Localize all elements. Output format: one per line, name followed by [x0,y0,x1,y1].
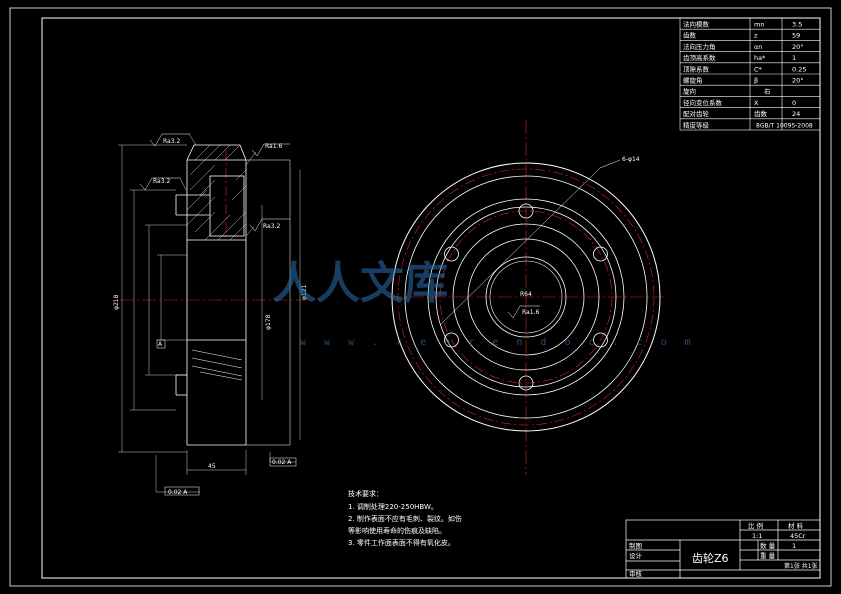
hole-callout: 6-φ14 [622,156,640,163]
front-view [388,120,664,475]
roughness-label: Ra1.6 [265,143,282,150]
roughness-label: Ra1.6 [522,309,539,316]
design-label: 设计 [629,551,643,560]
dimension-label: 45 [208,463,216,470]
param-value: 右 [764,87,771,96]
param-symbol: 齿数 [754,109,768,118]
sheet-info: 第1张 共1张 [784,562,818,570]
bolt-hole [444,246,459,262]
tolerance-label: 0.02 A [272,459,292,466]
watermark: 人人文库 w w w . r e n r e n d o c . c o m [272,258,697,348]
param-value: 0 [792,99,796,107]
watermark-url: w w w . r e n r e n d o c . c o m [300,337,697,348]
title-block-text: 比 例 材 料 1:1 45Cr 数 量 1 重 量 齿轮Z6 制图 设计 审核… [629,521,818,578]
param-symbol: β [754,77,758,85]
roughness-label: Ra3.2 [163,138,180,145]
param-name: 径向变位系数 [683,98,723,107]
param-symbol: mn [754,21,764,29]
param-value: 20° [792,43,804,51]
param-rows: 法向模数 mn 3.5 齿数 z 59 法向压力角 αn 20° 齿顶高系数 h… [683,20,813,130]
tech-item: 等影响使用寿命的伤痕及缺陷。 [348,526,446,535]
tech-title: 技术要求： [348,489,383,498]
bolt-hole [593,246,608,262]
tech-item: 2. 制作表面不应有毛刺、裂纹。如伤 [348,514,462,523]
part-name: 齿轮Z6 [692,551,729,565]
technical-requirements: 技术要求： 1. 调制处理220-250HBW。 2. 制作表面不应有毛刺、裂纹… [348,489,462,547]
datum-label: A [158,341,163,348]
param-value: 20° [792,77,804,85]
param-symbol: C* [754,65,763,73]
weight-label: 重 量 [760,552,776,560]
param-symbol: z [754,32,758,40]
radius-label: R64 [520,291,532,298]
param-name: 配对齿轮 [683,109,710,118]
section-view [118,133,320,496]
tech-item: 1. 调制处理220-250HBW。 [348,502,438,511]
param-symbol: αn [754,43,762,51]
title-block [625,519,821,579]
gear-parameter-table [679,17,821,131]
param-symbol: ha* [754,54,766,62]
bolt-hole [444,332,459,348]
scale-label: 比 例 [748,521,763,530]
dimension-label: φ121 [301,284,308,300]
front-annotations: 6-φ14 Ra1.6 R64 [520,156,640,316]
bolt-hole [518,203,534,219]
scale-value: 1:1 [752,532,762,540]
roughness-label: Ra3.2 [263,223,280,230]
material-label: 材 料 [788,521,804,530]
tech-item: 3. 零件工作面表面不得有氧化皮。 [348,538,455,547]
param-value: 1 [792,54,796,62]
sheet-border [9,7,832,587]
watermark-text: 人人文库 [272,258,448,309]
param-value: 8GB/T 10095-2008 [756,122,813,129]
bolt-hole [593,332,608,348]
param-value: 59 [792,32,800,40]
param-name: 齿数 [683,31,697,40]
param-name: 顶隙系数 [683,64,710,73]
param-name: 螺旋角 [683,76,703,85]
drawing-frame [41,17,821,579]
param-value: 3.5 [792,21,802,29]
param-symbol: X [754,99,759,107]
param-name: 精度等级 [683,120,710,129]
qty-label: 数 量 [760,541,776,550]
param-name: 旋向 [683,87,696,96]
qty-value: 1 [792,542,796,550]
section-annotations: Ra3.2 Ra1.6 Ra3.2 Ra3.2 φ178 φ121 φ218 A… [113,138,308,496]
param-name: 法向压力角 [683,42,716,51]
roughness-label: Ra3.2 [153,178,170,185]
bolt-hole [518,375,534,391]
param-name: 齿顶高系数 [683,53,716,62]
param-name: 法向模数 [683,20,710,29]
material-value: 45Cr [790,532,806,540]
dimension-label: φ178 [265,314,272,330]
dimension-label: φ218 [113,294,120,310]
check-label: 审核 [629,569,643,578]
drawn-label: 制图 [629,541,642,550]
tolerance-label: 0.02 A [168,489,188,496]
param-value: 24 [792,110,800,118]
param-value: 0.25 [792,65,806,73]
